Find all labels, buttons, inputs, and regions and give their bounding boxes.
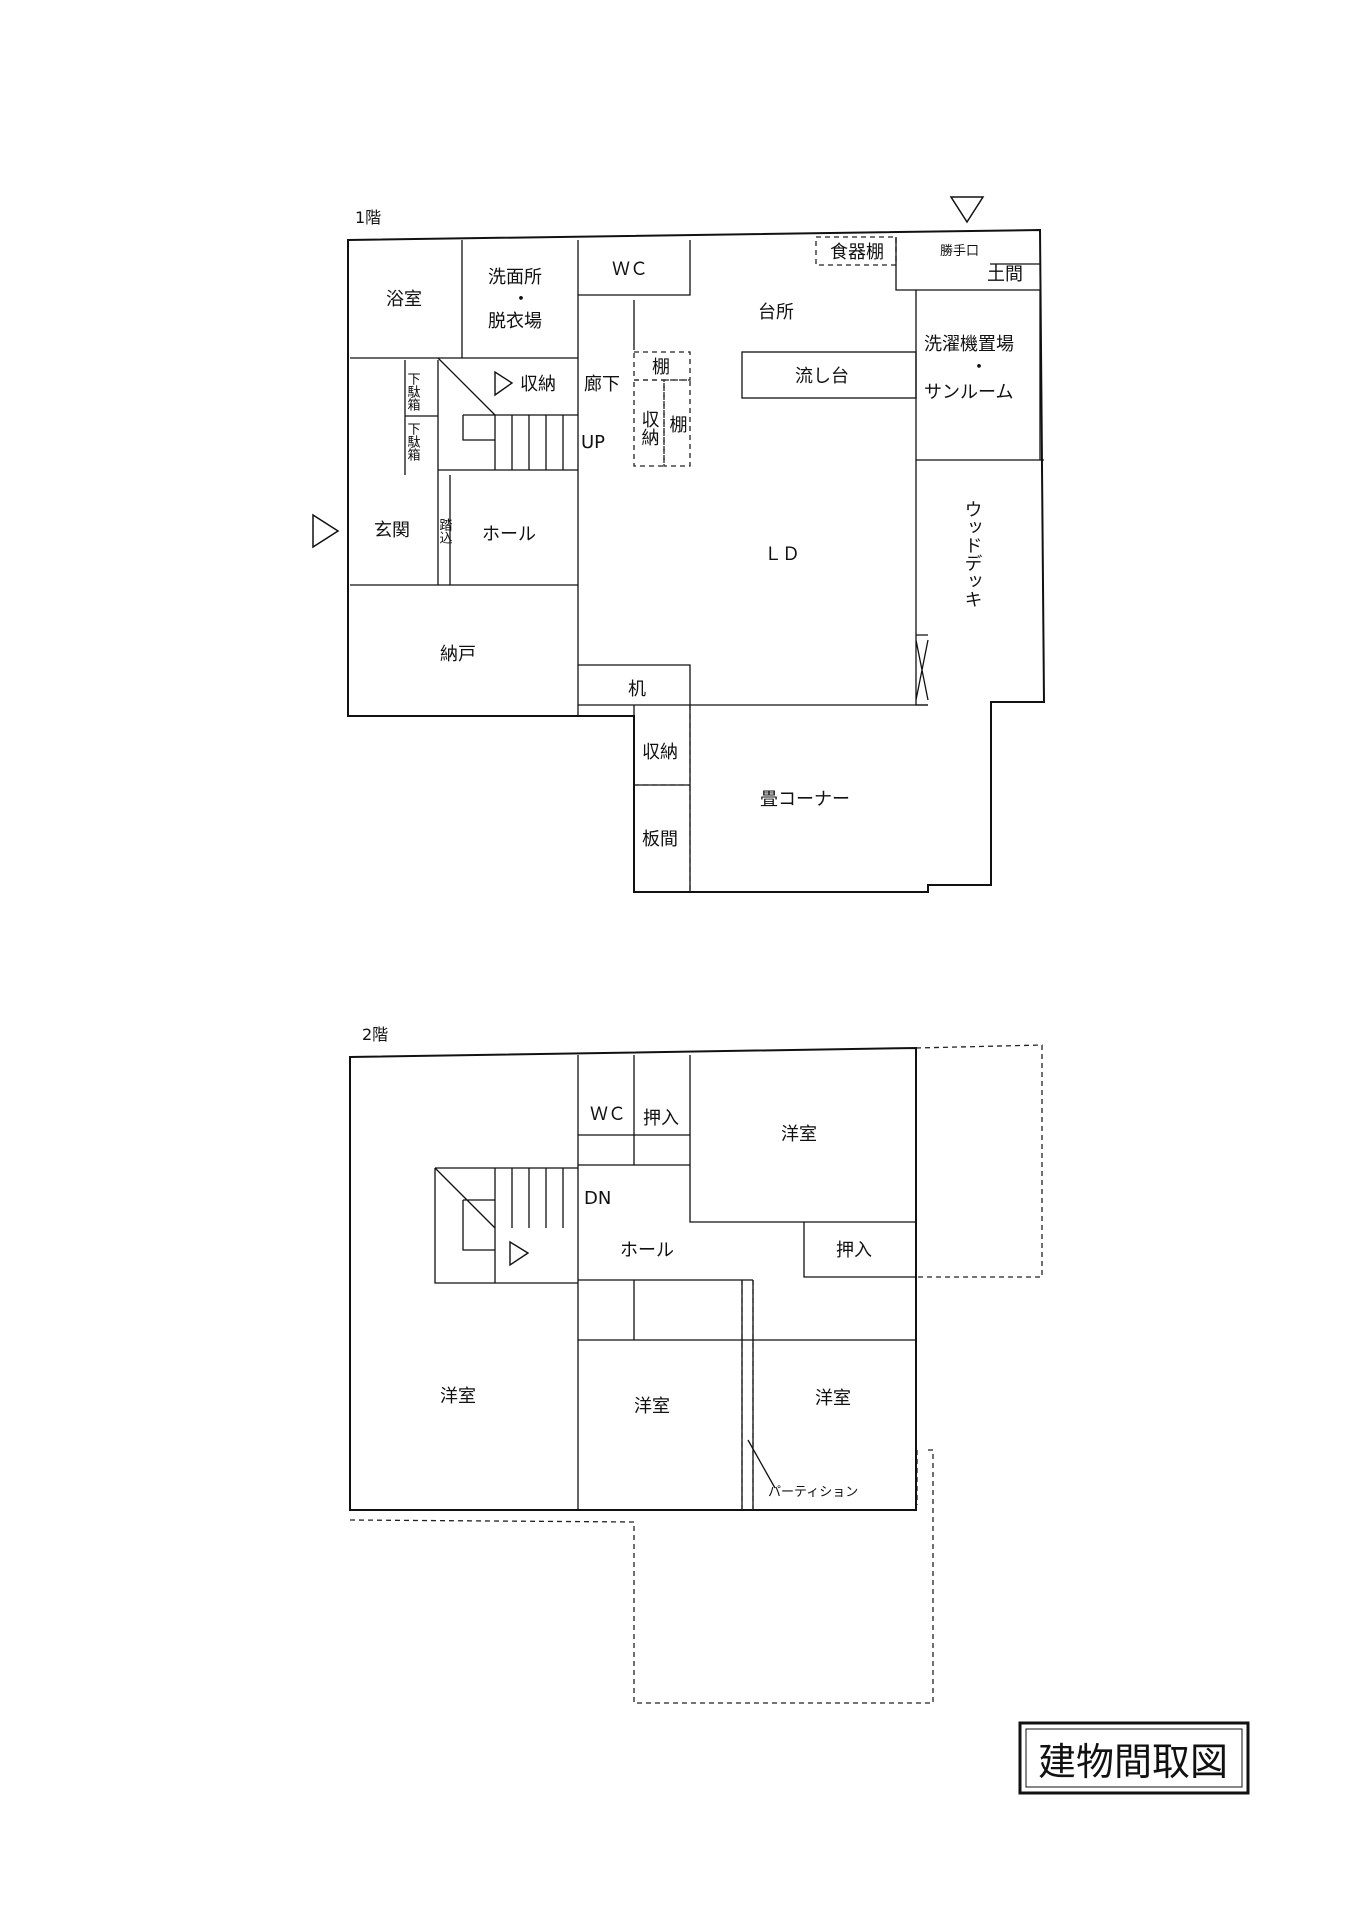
up-label: UP — [581, 432, 605, 453]
ld-label: ＬＤ — [764, 544, 800, 565]
corridor-label: 廊下 — [584, 374, 620, 395]
shoe-box-b-label: 下駄箱 — [405, 422, 421, 461]
wc-label: ＷＣ — [612, 259, 648, 280]
sink-counter — [741, 351, 917, 399]
room-se-label: 洋室 — [815, 1388, 851, 1409]
stair-direction-arrow-2f-icon — [509, 1240, 530, 1267]
closet-right-label: 押入 — [836, 1240, 872, 1261]
floor-1-label: 1階 — [355, 208, 381, 227]
entrance-marker-icon — [312, 513, 340, 549]
desk-label: 机 — [628, 679, 646, 700]
laundry-label: 洗濯機置場 — [924, 334, 1014, 355]
floor-1-annex-walls — [633, 705, 691, 892]
wood-deck-outline — [915, 460, 929, 706]
sunroom-label: サンルーム — [924, 382, 1013, 403]
dressing-label: 脱衣場 — [488, 311, 542, 332]
floor-2-outer-wall — [349, 1046, 917, 1511]
hall-label: ホール — [482, 524, 536, 545]
shelf2-label: 棚 — [667, 415, 688, 434]
entrance-label: 玄関 — [374, 520, 410, 541]
floor-2-plan: 2階 ＷＣ 押入 洋室 DN ホール 押入 洋室 洋室 洋室 パーティション — [349, 1025, 1043, 1704]
dn-label: DN — [584, 1188, 611, 1209]
floor-2-balcony-outline — [349, 1044, 1043, 1704]
floor-2-stairs — [434, 1167, 578, 1284]
kitchen-door-label: 勝手口 — [940, 244, 979, 259]
room-ne-label: 洋室 — [781, 1124, 817, 1145]
kitchen-label: 台所 — [758, 302, 794, 323]
step-label: 踏込 — [437, 518, 453, 544]
doma-label: 土間 — [987, 264, 1023, 285]
room-w-label: 洋室 — [440, 1386, 476, 1407]
laundry-dot: ・ — [970, 357, 988, 378]
floor-1-plan: 1階 浴室 洗面所 ・ 脱衣場 ＷＣ 食器棚 勝手口 — [312, 196, 1046, 893]
hall-2f-label: ホール — [620, 1240, 674, 1261]
bath-label: 浴室 — [386, 289, 422, 310]
room-mid-label: 洋室 — [634, 1396, 670, 1417]
storage-stair-label: 収納 — [520, 374, 556, 395]
floor-2-label: 2階 — [362, 1025, 388, 1044]
storage-low-label: 収納 — [642, 742, 678, 763]
tatami-label: 畳コーナー — [760, 789, 850, 810]
floor-2-interior-walls — [577, 1055, 916, 1510]
kitchen-door-marker-icon — [949, 196, 985, 224]
document-title: 建物間取図 — [1038, 1740, 1228, 1784]
stair-direction-arrow-icon — [494, 370, 514, 397]
shoe-box-a-label: 下駄箱 — [405, 372, 421, 411]
partition-label: パーティション — [768, 1485, 858, 1500]
closet-label: 納戸 — [440, 644, 476, 665]
board-room-label: 板間 — [642, 829, 678, 850]
washroom-dot: ・ — [512, 289, 530, 310]
storage-mid-label: 収納 — [639, 410, 660, 446]
shelf1-label: 棚 — [652, 357, 670, 378]
partition-leader-line — [747, 1439, 776, 1489]
wood-deck-label: ウッドデッキ — [962, 500, 983, 608]
sink-label: 流し台 — [795, 366, 849, 387]
wc-2f-label: ＷＣ — [590, 1104, 626, 1125]
floor-1-left-walls — [350, 240, 579, 716]
shelf-2-box — [663, 379, 691, 467]
floor-1-stairs — [437, 357, 578, 470]
floor-1-outer-wall — [347, 228, 1046, 893]
washroom-label: 洗面所 — [488, 267, 542, 288]
document-title-box: 建物間取図 — [1018, 1721, 1250, 1795]
floor-1-center-walls — [578, 240, 928, 706]
closet-top-label: 押入 — [643, 1108, 679, 1129]
dish-shelf-label: 食器棚 — [830, 242, 884, 263]
